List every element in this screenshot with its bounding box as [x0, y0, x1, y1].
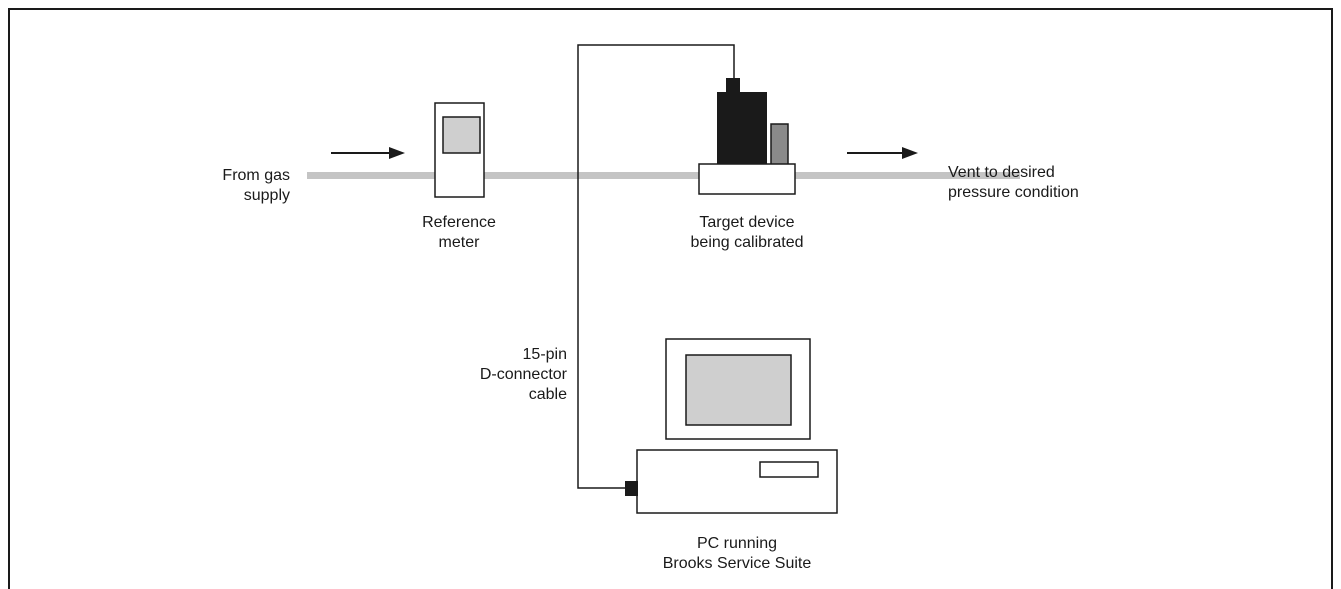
- label-reference-meter: Reference meter: [422, 214, 496, 251]
- label-target-device: Target device being calibrated: [690, 214, 804, 251]
- pc-screen: [685, 354, 792, 426]
- pc: [625, 338, 838, 514]
- pc-case: [636, 449, 838, 514]
- target-device-valve: [770, 123, 789, 166]
- gas-pipe: [307, 172, 1020, 179]
- inflow-arrow: [331, 147, 405, 159]
- outflow-arrow: [847, 147, 918, 159]
- label-vent: Vent to desired pressure condition: [948, 164, 1079, 201]
- label-pc: PC running Brooks Service Suite: [662, 535, 812, 572]
- reference-meter-display: [442, 116, 481, 154]
- diagram-border: [8, 8, 1333, 589]
- pc-cable-port: [625, 481, 638, 496]
- target-device: [698, 78, 796, 195]
- reference-meter: [434, 102, 485, 198]
- target-device-body: [717, 92, 767, 165]
- label-from-gas-supply: From gas supply: [222, 167, 290, 204]
- label-cable: 15-pin D-connector cable: [479, 346, 567, 403]
- d-connector-cable: [577, 44, 735, 489]
- target-device-base: [698, 163, 796, 195]
- target-device-connector: [726, 78, 740, 93]
- pc-drive-slot: [759, 461, 819, 478]
